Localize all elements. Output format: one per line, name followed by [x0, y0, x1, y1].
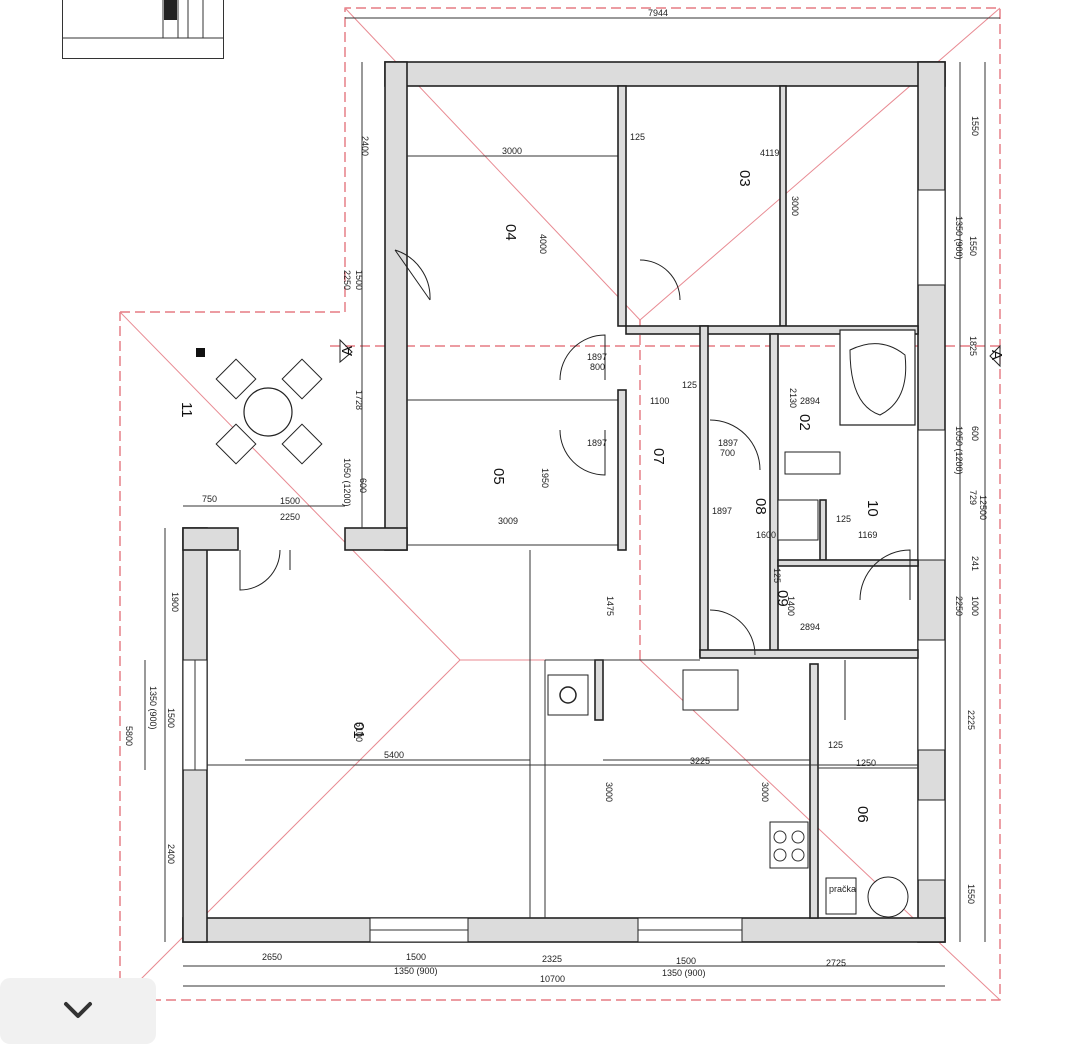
dim-1500-b: 1500: [166, 708, 176, 728]
dim-right-2225: 2225: [966, 710, 976, 730]
dim-1350-left: 1350 (900): [148, 686, 158, 730]
dim-right-241: 241: [970, 556, 980, 571]
dim-top-total: 7944: [648, 8, 668, 18]
dim-5400: 5400: [384, 750, 404, 760]
dim-1475: 1475: [605, 596, 615, 616]
dim-1100: 1100: [650, 396, 669, 406]
dim-right-1550c: 1550: [966, 884, 976, 904]
dim-800: 800: [590, 362, 605, 372]
dim-3000-k2: 3000: [760, 782, 770, 802]
dim-1897-d: 1897: [712, 506, 732, 516]
dim-2725: 2725: [826, 958, 846, 968]
room-09-label: 09: [774, 590, 791, 607]
room-11-label: 11: [178, 402, 195, 418]
dimension-lines: [144, 17, 1000, 987]
dim-5100: 5100: [354, 722, 364, 742]
dim-1897-c: 1897: [718, 438, 738, 448]
dim-1900: 1900: [170, 592, 180, 612]
terrace-table-set: [196, 348, 323, 465]
room-04-label: 04: [502, 224, 519, 241]
dim-4119: 4119: [760, 148, 779, 158]
room-10-label: 10: [864, 500, 881, 517]
interior-walls: [207, 85, 919, 919]
dim-125-h: 125: [682, 380, 697, 390]
dim-1350-w2: 1350 (900): [662, 968, 706, 978]
dim-1050: 1050 (1200): [342, 458, 352, 507]
exterior-walls: [182, 61, 946, 943]
room-07-label: 07: [650, 448, 667, 465]
dim-125-v: 125: [772, 568, 782, 583]
room-06-label: 06: [854, 806, 871, 823]
dim-2250-left: 2250: [342, 270, 352, 290]
title-block-lines: [63, 0, 223, 39]
dim-left-total: 5800: [124, 726, 134, 746]
room-labels: 01 02 03 04 05 06 07 08 09 10 11: [178, 170, 881, 823]
dim-1500-w1: 1500: [406, 952, 426, 962]
dim-right-600: 600: [970, 426, 980, 441]
dim-2400-b: 2400: [166, 844, 176, 864]
dim-1500-left: 1500: [354, 270, 364, 290]
dim-3225: 3225: [690, 756, 710, 766]
dim-right-1550: 1550: [970, 116, 980, 136]
dim-1728: 1728: [354, 390, 364, 410]
dim-right-729: 729: [968, 490, 978, 505]
room-05-label: 05: [490, 468, 507, 485]
dim-700: 700: [720, 448, 735, 458]
dim-1250: 1250: [856, 758, 876, 768]
door-swings: [239, 249, 911, 720]
dim-right-1550b: 1550: [968, 236, 978, 256]
dim-2400: 2400: [360, 136, 370, 156]
dimension-texts: 7944 10700 12500 5800 3000 4119 125 3000…: [124, 8, 988, 984]
dim-1600: 1600: [756, 530, 776, 540]
section-mark-right: A: [988, 350, 1005, 360]
dim-1897-a: 1897: [587, 352, 607, 362]
dim-right-1000: 1000: [970, 596, 980, 616]
dim-right-1825: 1825: [968, 336, 978, 356]
dim-125-top: 125: [630, 132, 645, 142]
dim-right-2250: 2250: [954, 596, 964, 616]
room-01-label: 01: [350, 722, 367, 739]
dim-1350-w1: 1350 (900): [394, 966, 438, 976]
dim-1897-b: 1897: [587, 438, 607, 448]
dim-3000-top: 3000: [502, 146, 522, 156]
dim-2130: 2130: [788, 388, 798, 408]
dim-3000-v: 3000: [790, 196, 800, 216]
room-08-label: 08: [752, 498, 769, 515]
room-02-label: 02: [796, 414, 813, 431]
dim-125-b: 125: [836, 514, 851, 524]
title-block-stamp: [62, 0, 224, 59]
dim-750: 750: [202, 494, 217, 504]
dim-1500-w2: 1500: [676, 956, 696, 966]
dim-right-total: 12500: [978, 495, 988, 520]
dim-right-1350: 1350 (900): [954, 216, 964, 260]
dim-1169: 1169: [858, 530, 877, 540]
section-markers: A A: [339, 338, 1005, 368]
dim-125-c: 125: [828, 740, 843, 750]
room-03-label: 03: [736, 170, 753, 187]
dim-2325: 2325: [542, 954, 562, 964]
dim-3000-k: 3000: [604, 782, 614, 802]
chevron-down-icon: [64, 1002, 92, 1018]
dim-2250-a: 2250: [280, 512, 300, 522]
dim-right-1050: 1050 (1200): [954, 426, 964, 475]
dim-3009: 3009: [498, 516, 518, 526]
section-mark-left: A: [339, 346, 356, 356]
fixtures: [547, 329, 916, 918]
dim-600: 600: [358, 478, 368, 493]
dim-1400: 1400: [786, 596, 796, 616]
dim-2894-a: 2894: [800, 396, 820, 406]
dim-2650: 2650: [262, 952, 282, 962]
dim-bottom-total: 10700: [540, 974, 565, 984]
dim-1500-a: 1500: [280, 496, 300, 506]
washer-label: pračka: [829, 884, 856, 894]
collapse-button[interactable]: [0, 978, 156, 1044]
dim-2894-b: 2894: [800, 622, 820, 632]
dim-4000: 4000: [538, 234, 548, 254]
dim-1950: 1950: [540, 468, 550, 488]
